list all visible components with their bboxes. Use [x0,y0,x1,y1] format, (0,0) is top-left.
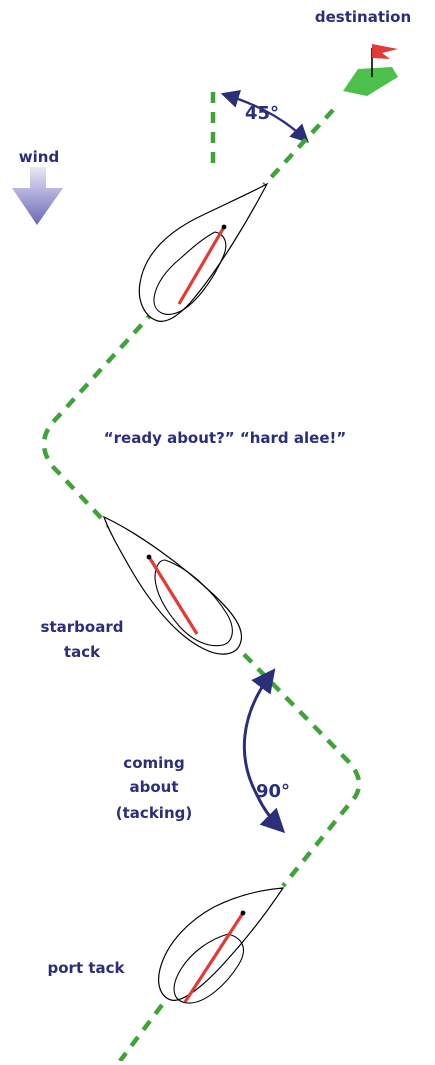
angle-90-arrow [242,668,286,834]
boat-bottom [158,887,285,1004]
coming-about-label-line2: about [129,778,178,796]
port-tack-label: port tack [48,959,126,977]
wind-arrow-icon [12,167,63,225]
starboard-tack-label-line2: tack [64,643,101,661]
boat-top [138,182,269,322]
course-line [41,108,362,1063]
angle-90-label: 90° [256,781,290,802]
wind-label: wind [19,148,59,166]
tacking-command-text: “ready about?” “hard alee!” [104,429,346,447]
starboard-tack-label-line1: starboard [41,618,124,636]
flag-icon [343,44,398,96]
coming-about-label-line3: (tacking) [116,804,192,822]
angle-45-label: 45° [245,103,279,124]
boat-middle [102,515,243,655]
destination-label: destination [315,8,411,26]
coming-about-label-line1: coming [123,754,184,772]
angle-45-arrow [220,89,309,143]
